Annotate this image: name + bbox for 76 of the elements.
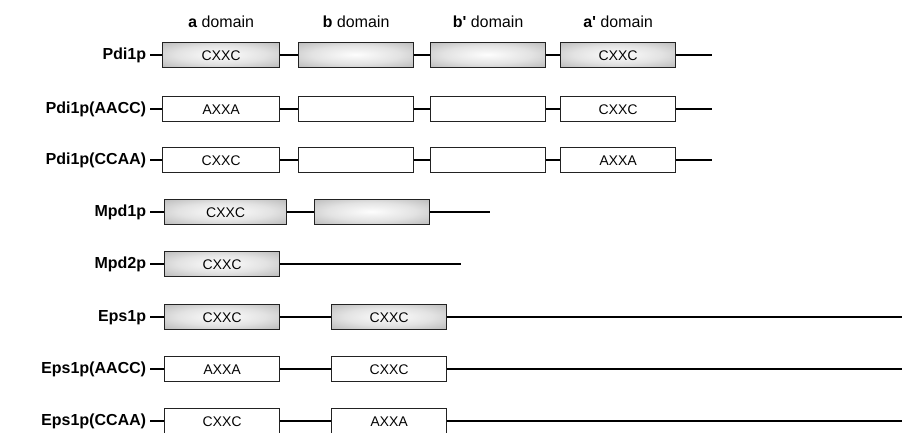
column-heading: b' domain <box>452 14 524 32</box>
domain-box <box>164 251 280 277</box>
domain-box <box>331 356 447 382</box>
column-heading: a domain <box>188 14 254 32</box>
protein-name: Pdi1p(CCAA) <box>46 150 146 170</box>
connector-line <box>414 54 430 56</box>
connector-line <box>676 108 712 110</box>
connector-line <box>546 54 560 56</box>
motif-label: CXXC <box>206 204 245 220</box>
protein-name: Mpd1p <box>94 202 146 222</box>
motif-label: AXXA <box>370 413 408 429</box>
connector-line <box>287 211 314 213</box>
connector-line <box>280 368 331 370</box>
connector-line <box>150 368 164 370</box>
connector-line <box>546 159 560 161</box>
connector-line <box>150 211 164 213</box>
domain-box <box>162 96 280 122</box>
domain-box <box>298 96 414 122</box>
motif-label: AXXA <box>202 101 240 117</box>
domain-box <box>298 147 414 173</box>
connector-line <box>414 159 430 161</box>
protein-name: Eps1p <box>98 307 146 327</box>
connector-line <box>280 263 461 265</box>
motif-label: CXXC <box>370 361 408 377</box>
connector-line <box>414 108 430 110</box>
domain-box <box>164 304 280 330</box>
connector-line <box>150 108 162 110</box>
motif-label: CXXC <box>202 47 240 63</box>
connector-line <box>676 54 712 56</box>
motif-label: CXXC <box>202 309 242 325</box>
domain-box <box>430 42 546 68</box>
domain-box <box>162 147 280 173</box>
connector-line <box>280 316 331 318</box>
domain-box <box>314 199 430 225</box>
motif-label: CXXC <box>598 101 638 117</box>
connector-line <box>150 263 164 265</box>
domain-box <box>430 147 546 173</box>
motif-label: AXXA <box>203 361 241 377</box>
domain-box <box>560 147 676 173</box>
domain-box <box>164 199 287 225</box>
domain-box <box>164 408 280 433</box>
domain-box <box>331 304 447 330</box>
column-heading: a' domain <box>583 14 653 32</box>
connector-line <box>280 54 298 56</box>
connector-line <box>546 108 560 110</box>
connector-line <box>447 420 902 422</box>
connector-line <box>447 368 902 370</box>
domain-box <box>298 42 414 68</box>
domain-box <box>164 356 280 382</box>
connector-line <box>150 420 164 422</box>
column-heading: b domain <box>322 14 390 32</box>
domain-box <box>331 408 447 433</box>
connector-line <box>280 420 331 422</box>
protein-name: Eps1p(CCAA) <box>41 411 146 431</box>
protein-name: Pdi1p <box>102 45 146 65</box>
connector-line <box>280 108 298 110</box>
connector-line <box>430 211 490 213</box>
motif-label: CXXC <box>598 47 638 63</box>
domain-box <box>560 96 676 122</box>
domain-box <box>162 42 280 68</box>
connector-line <box>447 316 902 318</box>
connector-line <box>150 54 162 56</box>
domain-box <box>560 42 676 68</box>
motif-label: CXXC <box>370 309 408 325</box>
connector-line <box>280 159 298 161</box>
protein-name: Pdi1p(AACC) <box>46 99 146 119</box>
motif-label: AXXA <box>599 152 637 168</box>
connector-line <box>150 159 162 161</box>
protein-name: Eps1p(AACC) <box>41 359 146 379</box>
connector-line <box>150 316 164 318</box>
motif-label: CXXC <box>202 413 242 429</box>
connector-line <box>676 159 712 161</box>
motif-label: CXXC <box>202 152 240 168</box>
protein-name: Mpd2p <box>94 254 146 274</box>
motif-label: CXXC <box>202 256 242 272</box>
domain-box <box>430 96 546 122</box>
